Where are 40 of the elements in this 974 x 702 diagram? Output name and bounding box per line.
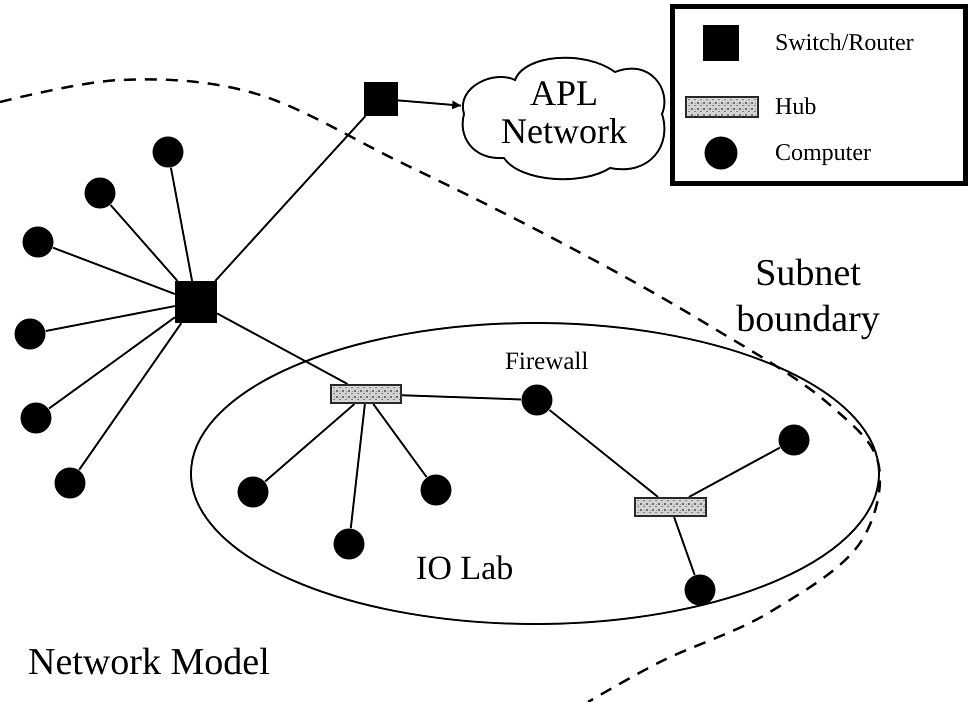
network-link	[216, 312, 348, 385]
computer-node	[54, 467, 86, 499]
network-link	[48, 316, 176, 410]
computer-node	[14, 318, 46, 350]
network-link	[170, 168, 194, 282]
network-link	[46, 305, 176, 332]
network-link	[264, 403, 356, 482]
arrow	[398, 99, 462, 110]
computer-node	[20, 402, 52, 434]
computer-node	[778, 424, 810, 456]
network-link	[78, 322, 182, 470]
lab-label: IO Lab	[416, 550, 514, 588]
computer-node	[420, 474, 452, 506]
hub-node	[634, 497, 707, 517]
network-link	[214, 115, 366, 282]
legend-label: Switch/Router	[775, 30, 914, 57]
hub-node	[330, 384, 402, 404]
computer-node	[84, 177, 116, 209]
computer-node	[521, 384, 553, 416]
legend-label: Hub	[775, 94, 816, 121]
diagram-caption: Network Model	[28, 640, 270, 684]
legend-label: Computer	[775, 140, 871, 167]
network-link	[548, 409, 659, 498]
switch-node	[175, 281, 217, 323]
boundary-label: Subnet boundary	[735, 251, 881, 342]
network-link	[110, 204, 178, 282]
network-link	[688, 446, 780, 498]
computer-node	[152, 136, 184, 168]
computer-node	[684, 574, 716, 606]
network-link	[673, 516, 696, 576]
network-label: APL Network	[500, 74, 628, 150]
network-link	[402, 394, 522, 400]
network-link	[372, 403, 428, 478]
computer-node	[333, 528, 365, 560]
switch-node	[364, 82, 398, 116]
network-link	[350, 404, 366, 528]
network-link	[52, 246, 176, 295]
node-caption: Firewall	[505, 348, 588, 376]
computer-node	[22, 226, 54, 258]
computer-node	[237, 476, 269, 508]
